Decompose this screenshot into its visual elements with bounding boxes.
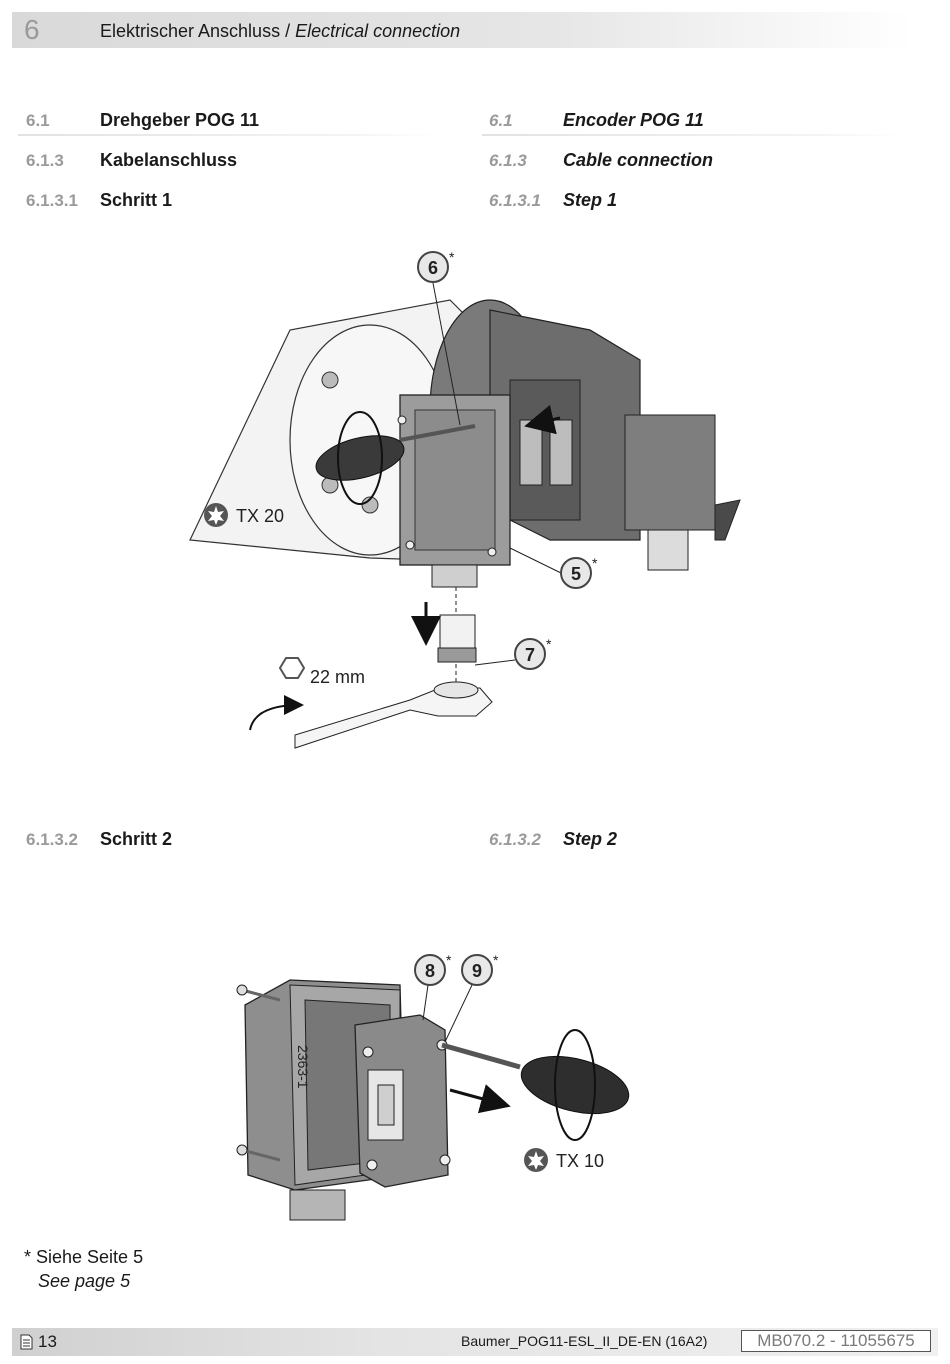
section-number: 6.1 [489, 111, 513, 130]
cover-plate [354, 1014, 451, 1188]
document-name: Baumer_POG11-ESL_II_DE-EN (16A2) [461, 1333, 708, 1349]
section-title: Step 1 [563, 190, 618, 210]
connection-box [397, 394, 511, 588]
callout-6: 6 * [417, 249, 461, 426]
page-number: 13 [38, 1332, 57, 1351]
step2-illustration: 2363-1 TX 10 8 * 9 * [236, 952, 630, 1221]
hex-nut-icon [278, 657, 306, 679]
section-number: 6.1.3.1 [26, 191, 78, 210]
header-bar [12, 12, 912, 48]
callout-asterisk: * [449, 249, 455, 265]
callout-5: 5 * [509, 547, 598, 589]
section-divider [482, 134, 902, 136]
section-divider [18, 134, 438, 136]
page-icon [20, 1334, 33, 1350]
tx10-label-group: TX 10 [524, 1148, 604, 1172]
section-title: Kabelanschluss [100, 150, 238, 170]
footnote-en: See page 5 [38, 1271, 131, 1291]
section-number: 6.1.3 [489, 151, 527, 170]
section-title: Step 2 [563, 829, 618, 849]
tool-label-tx20: TX 20 [236, 506, 284, 526]
callout-8: 8 * [414, 952, 452, 1021]
insert-arrow [524, 404, 561, 435]
removal-arrow [449, 1084, 511, 1114]
screwdriver-tx10 [441, 1029, 630, 1141]
callout-asterisk: * [546, 636, 552, 652]
tx20-label-group: TX 20 [204, 503, 284, 527]
callout-asterisk: * [446, 952, 452, 968]
section-number: 6.1.3.2 [26, 830, 78, 849]
callout-number: 5 [571, 564, 581, 584]
section-title: Schritt 2 [100, 829, 173, 849]
screwdriver-tx20 [315, 411, 476, 505]
housing-marking: 2363-1 [295, 1045, 311, 1089]
wrench-size-label: 22 mm [310, 667, 365, 687]
footnote-de: * Siehe Seite 5 [24, 1247, 144, 1267]
chapter-number: 6 [24, 14, 40, 45]
section-title: Encoder POG 11 [563, 110, 704, 130]
section-number: 6.1.3.2 [489, 830, 541, 849]
section-number: 6.1 [26, 111, 50, 130]
footnote: * Siehe Seite 5 See page 5 [24, 1245, 143, 1293]
callout-asterisk: * [493, 952, 499, 968]
callout-number: 9 [472, 961, 482, 981]
section-number: 6.1.3 [26, 151, 64, 170]
callout-7: 7 * [474, 636, 552, 670]
section-title: Schritt 1 [100, 190, 173, 210]
chapter-title-en: Electrical connection [295, 21, 461, 41]
callout-number: 7 [525, 645, 535, 665]
chapter-title-de: Elektrischer Anschluss [100, 21, 281, 41]
section-title: Cable connection [563, 150, 714, 170]
callout-9: 9 * [444, 952, 499, 1043]
section-title: Drehgeber POG 11 [100, 110, 260, 130]
tool-label-tx10: TX 10 [556, 1151, 604, 1171]
callout-number: 8 [425, 961, 435, 981]
cable-gland [411, 587, 477, 695]
chapter-title: Elektrischer Anschluss / Electrical conn… [100, 21, 460, 42]
wrench-22mm [249, 681, 493, 749]
section-number: 6.1.3.1 [489, 191, 541, 210]
step1-illustration: TX 20 22 mm 6 * 5 * 7 * [189, 249, 741, 749]
wrench-size-group: 22 mm [278, 657, 365, 687]
document-id: MB070.2 - 11055675 [741, 1330, 931, 1352]
callout-number: 6 [428, 258, 438, 278]
callout-asterisk: * [592, 555, 598, 571]
chapter-title-separator: / [280, 21, 296, 41]
